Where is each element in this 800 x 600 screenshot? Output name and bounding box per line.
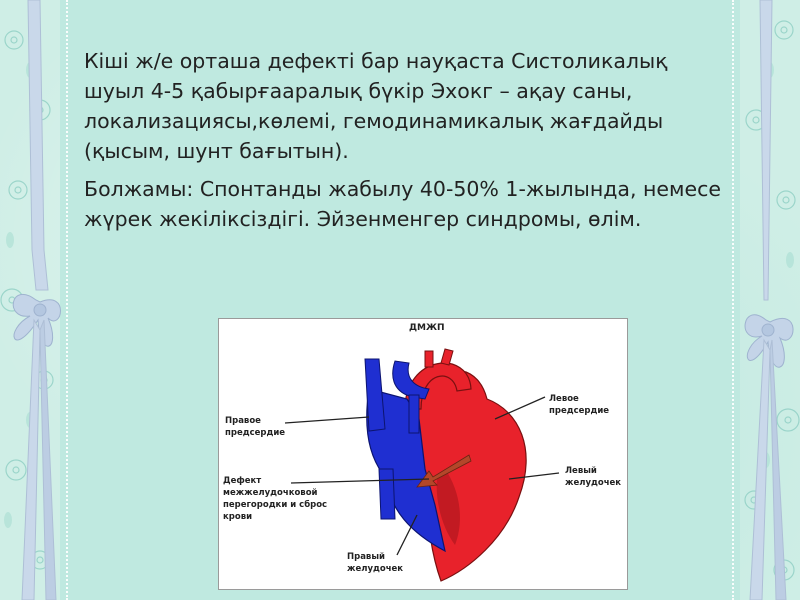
inferior-vena-cava <box>378 468 396 520</box>
label-right-atrium: Правое предсердие <box>225 416 286 438</box>
left-heart-shape <box>414 369 527 582</box>
label-left-ventricle: Левый желудочек <box>565 466 622 488</box>
label-left-atrium: Левое предсердие <box>549 394 610 416</box>
heart-diagram: ДМЖП Правое предсердие Левое предсердие … <box>218 318 628 590</box>
pointer-right-atrium <box>284 416 370 424</box>
paragraph-prognosis: Болжамы: Спонтанды жабылу 40-50% 1-жылын… <box>84 177 721 231</box>
label-septal-defect: Дефект межжелудочковой перегородки и сбр… <box>223 476 328 522</box>
pointer-left-atrium <box>494 396 546 420</box>
shunt-arrow <box>416 454 472 488</box>
right-floral-decoration-icon <box>744 0 800 600</box>
pointer-defect <box>290 478 430 484</box>
heart-illustration <box>284 348 560 582</box>
paragraph-symptoms: Кіші ж/е орташа дефекті бар науқаста Сис… <box>84 49 668 163</box>
figure-title: ДМЖП <box>409 323 445 333</box>
panel-dotted-border <box>66 0 734 600</box>
left-floral-decoration-icon <box>0 0 61 600</box>
pointer-right-ventricle <box>396 514 418 556</box>
label-right-ventricle: Правый желудочек <box>347 552 404 574</box>
pulmonary-artery <box>392 360 430 400</box>
pointer-left-ventricle <box>508 472 560 480</box>
superior-vena-cava <box>364 358 386 432</box>
slide-text: Кіші ж/е орташа дефекті бар науқаста Сис… <box>84 46 724 242</box>
